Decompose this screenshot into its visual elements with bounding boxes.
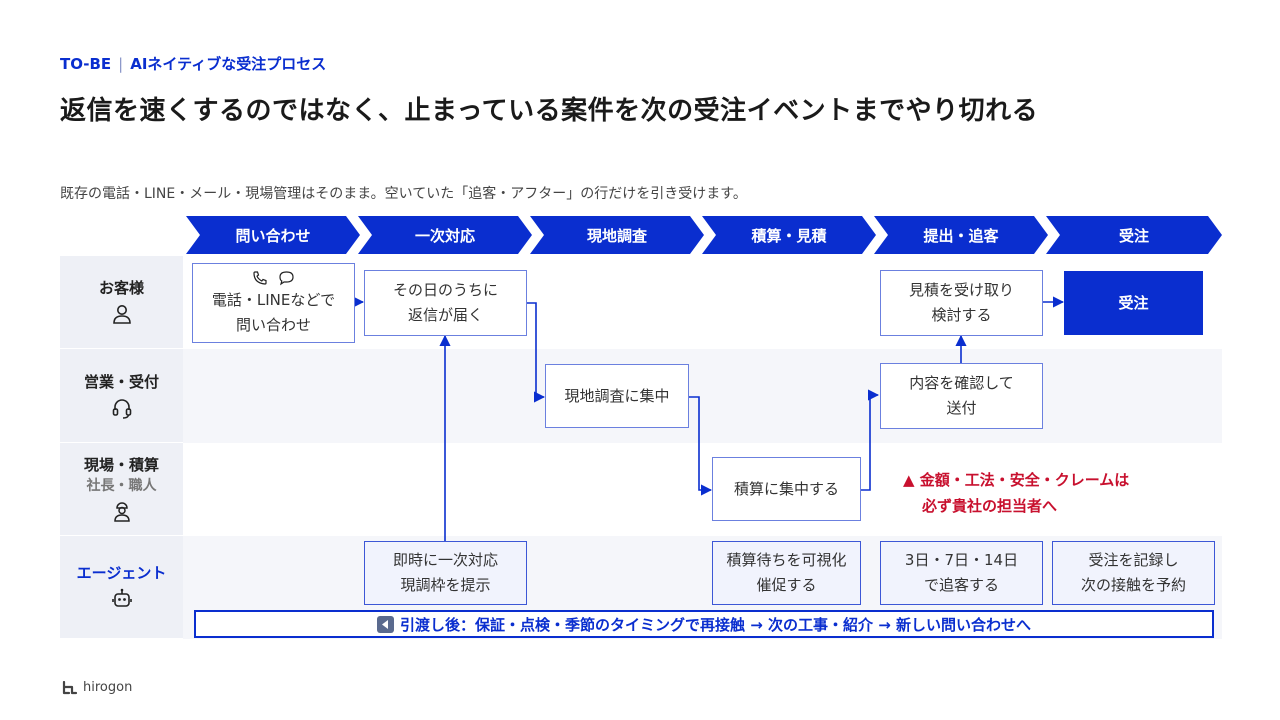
page-title: 返信を速くするのではなく、止まっている案件を次の受注イベントまでやり切れる xyxy=(60,96,1039,126)
box-inquiry-line2: 問い合わせ xyxy=(235,316,311,334)
header-tag-title: AIネイティブな受注プロセス xyxy=(130,55,327,73)
box-order-label: 受注 xyxy=(1118,293,1149,312)
header-tag-code: TO-BE xyxy=(60,55,112,73)
box-agent-first-response: 即時に一次対応 現調枠を提示 xyxy=(364,541,527,605)
handoff-bar: 引渡し後：保証・点検・季節のタイミングで再接触 → 次の工事・紹介 → 新しい問… xyxy=(194,610,1214,638)
stage-first-response: 一次対応 xyxy=(358,216,532,254)
contact-icons xyxy=(252,268,295,288)
lane-label-customer: お客様 xyxy=(60,256,183,349)
lane-field-subtitle: 社長・職人 xyxy=(86,478,157,494)
box-confirm-send: 内容を確認して 送付 xyxy=(880,363,1043,429)
lane-sales-title: 営業・受付 xyxy=(83,372,159,391)
box-inquiry-line1: 電話・LINEなどで xyxy=(211,291,336,309)
handoff-text: 引渡し後：保証・点検・季節のタイミングで再接触 → 次の工事・紹介 → 新しい問… xyxy=(399,615,1032,634)
box-agent-record-line2: 次の接触を予約 xyxy=(1080,576,1186,594)
warning-line2: 必ず貴社の担当者へ xyxy=(922,497,1058,515)
box-agent-record-line1: 受注を記録し xyxy=(1088,551,1179,569)
lane-label-sales: 営業・受付 xyxy=(60,349,183,443)
stage-inquiry: 問い合わせ xyxy=(186,216,360,254)
stage-order: 受注 xyxy=(1046,216,1222,254)
box-agent-first-line2: 現調枠を提示 xyxy=(400,576,491,594)
box-agent-record: 受注を記録し 次の接触を予約 xyxy=(1052,541,1215,605)
box-receive-quote-line2: 検討する xyxy=(931,306,992,324)
header-tag: TO-BE | AIネイティブな受注プロセス xyxy=(60,53,326,74)
arrow-reply-to-survey xyxy=(527,302,546,403)
lane-field-title: 現場・積算 xyxy=(83,456,159,474)
stage-submit-followup: 提出・追客 xyxy=(874,216,1048,254)
lane-sales-area xyxy=(183,349,1222,443)
arrow-estimate-to-confirm xyxy=(861,389,880,491)
box-receive-quote-line1: 見積を受け取り xyxy=(908,281,1014,299)
headset-icon xyxy=(112,398,131,419)
box-agent-first-line1: 即時に一次対応 xyxy=(392,551,498,569)
box-reply-line2: 返信が届く xyxy=(407,306,483,324)
phone-icon xyxy=(253,271,267,285)
chat-bubble-icon xyxy=(279,271,294,286)
box-receive-quote: 見積を受け取り 検討する xyxy=(880,270,1043,336)
worker-icon xyxy=(113,502,130,522)
lane-label-field: 現場・積算 社長・職人 xyxy=(60,443,183,536)
box-reply: その日のうちに 返信が届く xyxy=(364,270,527,336)
box-confirm-send-line2: 送付 xyxy=(946,399,977,417)
lane-label-agent: エージェント xyxy=(60,536,183,639)
box-agent-visualize: 積算待ちを可視化 催促する xyxy=(712,541,861,605)
robot-icon xyxy=(111,588,132,607)
box-estimate: 積算に集中する xyxy=(712,457,861,521)
hirogon-logo-icon xyxy=(62,680,78,694)
warning-line1: ▲ 金額・工法・安全・クレームは xyxy=(903,471,1130,489)
box-confirm-send-line1: 内容を確認して xyxy=(909,374,1014,392)
warning-note: ▲ 金額・工法・安全・クレームは 必ず貴社の担当者へ xyxy=(903,467,1129,519)
box-reply-line1: その日のうちに xyxy=(392,281,498,299)
lane-customer-title: お客様 xyxy=(98,279,144,297)
footer-logo: hirogon xyxy=(62,680,132,695)
lane-agent-title: エージェント xyxy=(76,564,167,582)
box-agent-visualize-line2: 催促する xyxy=(756,576,817,594)
arrow-survey-to-estimate xyxy=(689,396,713,496)
person-icon xyxy=(112,305,131,324)
stage-site-survey: 現地調査 xyxy=(530,216,704,254)
stage-estimate: 積算・見積 xyxy=(702,216,876,254)
back-arrow-icon xyxy=(376,615,394,633)
box-agent-visualize-line1: 積算待ちを可視化 xyxy=(726,551,847,569)
box-inquiry: 電話・LINEなどで 問い合わせ xyxy=(192,263,355,343)
box-agent-followup: 3日・7日・14日 で追客する xyxy=(880,541,1043,605)
footer-brand: hirogon xyxy=(83,680,133,695)
box-site-survey-line1: 現地調査に集中 xyxy=(564,386,670,405)
page-subtitle: 既存の電話・LINE・メール・現場管理はそのまま。空いていた「追客・アフター」の… xyxy=(60,186,747,202)
box-agent-followup-line2: で追客する xyxy=(923,576,999,594)
box-agent-followup-line1: 3日・7日・14日 xyxy=(904,551,1019,569)
box-site-survey: 現地調査に集中 xyxy=(545,364,689,428)
header-separator: | xyxy=(118,55,124,73)
box-estimate-line1: 積算に集中する xyxy=(733,479,839,498)
box-order: 受注 xyxy=(1064,271,1203,335)
